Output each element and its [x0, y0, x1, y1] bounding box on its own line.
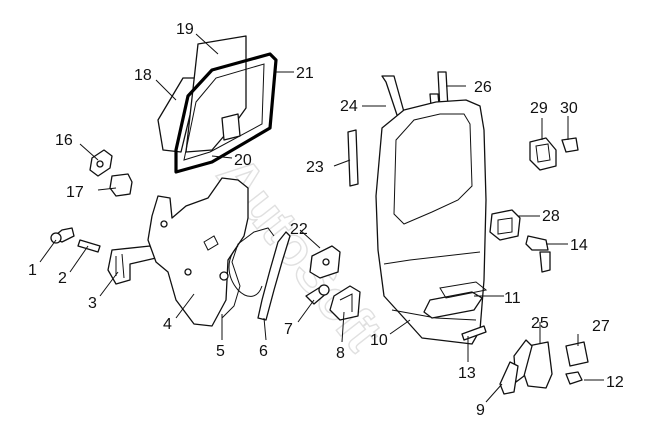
- part-5-regulator-cable: [221, 227, 275, 319]
- label-4: 4: [163, 316, 172, 333]
- label-18: 18: [134, 67, 152, 84]
- part-29-bracket-detail: [535, 143, 551, 163]
- part-10-outer-door-shell: [375, 99, 487, 345]
- label-2: 2: [58, 270, 67, 287]
- part-4-panel-hole-3: [219, 271, 229, 281]
- part-10-bottom-line: [391, 309, 477, 321]
- label-19: 19: [176, 21, 194, 38]
- label-7: 7: [284, 321, 293, 338]
- label-6: 6: [259, 343, 268, 360]
- part-5-cable-loop: [228, 245, 263, 297]
- label-26: 26: [474, 79, 492, 96]
- part-14-lock-cylinder: [525, 235, 549, 251]
- part-1-pin-head: [50, 232, 62, 244]
- label-1: 1: [28, 262, 37, 279]
- part-8-latch-detail: [339, 293, 353, 312]
- part-11-handle-recess: [439, 281, 488, 299]
- part-11-outer-handle: [423, 291, 483, 319]
- label-29: 29: [530, 100, 548, 117]
- part-12-spring: [565, 371, 583, 385]
- part-10-window-opening: [393, 113, 473, 225]
- label-9: 9: [476, 402, 485, 419]
- watermark-text: AutoSoft: [206, 145, 394, 362]
- part-27-reflector: [565, 341, 589, 367]
- label-24: 24: [340, 98, 358, 115]
- label-28: 28: [542, 208, 560, 225]
- part-16-hole: [96, 160, 104, 168]
- part-10-body-line: [383, 251, 481, 265]
- part-29-bracket: [529, 137, 557, 171]
- label-14: 14: [570, 237, 588, 254]
- label-13: 13: [458, 365, 476, 382]
- part-28-lock-cover: [489, 209, 521, 241]
- part-28-lock-inner: [497, 217, 513, 235]
- part-9-mirror-glass: [499, 361, 519, 395]
- label-11: 11: [504, 290, 521, 307]
- part-7-head: [318, 284, 330, 296]
- part-22-hole: [322, 258, 330, 266]
- part-23-guide-strip: [347, 129, 359, 187]
- label-30: 30: [560, 100, 578, 117]
- label-21: 21: [296, 65, 314, 82]
- part-30-clip: [561, 137, 579, 153]
- label-27: 27: [592, 318, 610, 335]
- label-3: 3: [88, 295, 97, 312]
- part-3-hinge-detail: [115, 253, 125, 279]
- label-12: 12: [606, 374, 624, 391]
- label-23: 23: [306, 159, 324, 176]
- part-17-clip: [109, 173, 133, 197]
- part-21-window-seal: [174, 52, 278, 174]
- label-16: 16: [55, 132, 73, 149]
- part-4-panel-hole: [184, 268, 192, 276]
- part-20-glass-bracket: [221, 113, 241, 141]
- label-25: 25: [531, 315, 549, 332]
- leader-lines: [39, 33, 604, 403]
- part-6-regulator-channel: [257, 231, 291, 321]
- part-4-panel-cutout: [203, 235, 219, 251]
- part-2-bolt: [77, 239, 101, 253]
- part-14-key: [539, 251, 551, 273]
- part-21-seal-inner: [183, 63, 265, 161]
- label-17: 17: [66, 184, 84, 201]
- label-20: 20: [234, 152, 252, 169]
- part-3-lower-hinge: [107, 245, 157, 285]
- label-10: 10: [370, 332, 388, 349]
- label-5: 5: [216, 343, 225, 360]
- label-8: 8: [336, 345, 345, 362]
- part-4-panel-hole-2: [160, 220, 168, 228]
- label-22: 22: [290, 221, 308, 238]
